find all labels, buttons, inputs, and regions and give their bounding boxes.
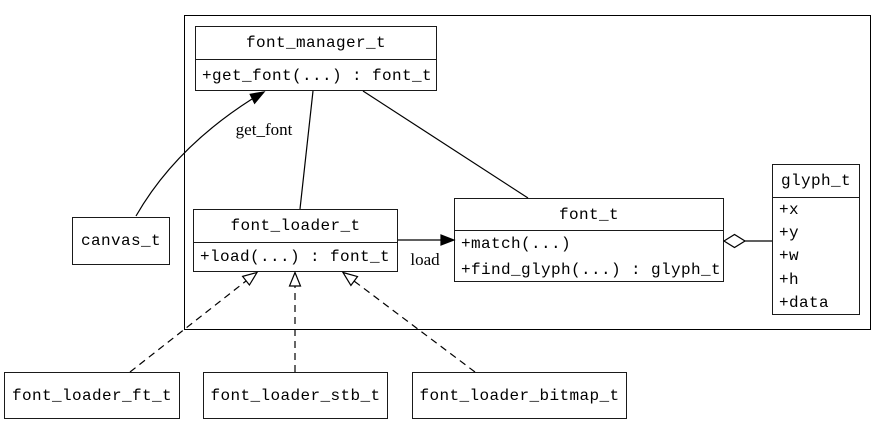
edge-label-load: load <box>410 250 440 269</box>
class-canvas-t: canvas_t <box>72 217 170 265</box>
class-font-manager-t: font_manager_t +get_font(...) : font_t <box>195 26 437 91</box>
class-member: +w <box>779 247 800 266</box>
class-glyph-t: glyph_t +x +y +w +h +data <box>772 164 860 315</box>
class-title: glyph_t <box>780 172 851 190</box>
class-member: +data <box>779 294 830 313</box>
class-title: font_loader_t <box>230 217 361 235</box>
edge-label-get-font: get_font <box>235 120 293 139</box>
class-font-loader-t: font_loader_t +load(...) : font_t <box>193 209 398 272</box>
class-members: +match(...) +find_glyph(...) : glyph_t <box>455 230 723 283</box>
class-member: +match(...) <box>461 235 572 253</box>
class-font-loader-stb-t: font_loader_stb_t <box>203 372 388 419</box>
class-title: font_t <box>558 205 619 224</box>
class-title: font_loader_stb_t <box>210 386 381 405</box>
class-member: +load(...) : font_t <box>200 248 391 266</box>
class-font-loader-ft-t: font_loader_ft_t <box>4 372 180 419</box>
class-members: +get_font(...) : font_t <box>196 59 436 91</box>
class-member: +find_glyph(...) : glyph_t <box>461 261 722 279</box>
class-member: +x <box>779 200 800 219</box>
class-title: canvas_t <box>80 232 161 250</box>
class-members: +x +y +w +h +data <box>773 197 859 315</box>
class-title: font_loader_ft_t <box>11 386 173 405</box>
class-members: +load(...) : font_t <box>194 242 397 271</box>
class-member: +y <box>779 224 800 243</box>
class-title: font_loader_bitmap_t <box>419 386 620 405</box>
class-member: +get_font(...) : font_t <box>202 66 433 85</box>
class-title: font_manager_t <box>245 34 387 52</box>
class-font-t: font_t +match(...) +find_glyph(...) : gl… <box>454 198 724 282</box>
class-member: +h <box>779 270 800 289</box>
class-font-loader-bitmap-t: font_loader_bitmap_t <box>412 372 627 419</box>
